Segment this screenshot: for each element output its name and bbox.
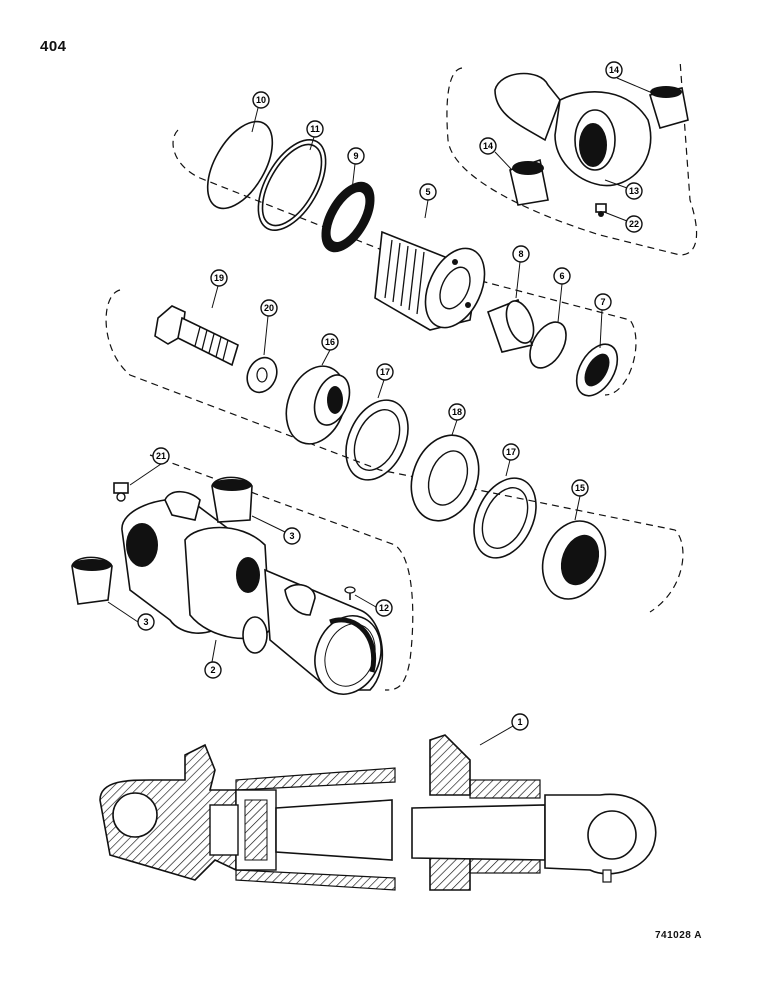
tube-bushing-upper-part <box>211 476 253 523</box>
piston-part <box>285 365 351 445</box>
screw-part <box>344 586 356 600</box>
o-ring-part <box>257 138 327 232</box>
svg-text:20: 20 <box>264 303 274 313</box>
gland-part <box>374 230 486 331</box>
snap-ring-part <box>206 120 274 210</box>
leader-lines <box>107 77 651 746</box>
rod-eye-bushing-top-part <box>648 86 689 129</box>
tube-bushing-lower-part <box>71 556 113 605</box>
svg-text:7: 7 <box>600 297 605 307</box>
grease-fitting-tube-part <box>113 482 129 502</box>
group-outline-rod-end <box>446 59 698 256</box>
svg-text:14: 14 <box>609 65 619 75</box>
callout-14-top: 14 <box>605 61 623 79</box>
svg-text:12: 12 <box>379 603 389 613</box>
page-number: 404 <box>40 38 67 55</box>
rod-eye-bushing-bottom-part <box>509 158 549 206</box>
piston-seal-right-part <box>473 477 537 559</box>
callout-3-lower: 3 <box>137 613 155 631</box>
callout-20: 20 <box>260 299 278 317</box>
svg-text:10: 10 <box>256 95 266 105</box>
callout-15: 15 <box>571 479 589 497</box>
svg-text:5: 5 <box>425 187 430 197</box>
svg-text:3: 3 <box>143 617 148 627</box>
group-outline-piston <box>105 289 684 613</box>
svg-text:6: 6 <box>559 271 564 281</box>
svg-text:14: 14 <box>483 141 493 151</box>
svg-text:17: 17 <box>506 447 516 457</box>
bolt-part <box>154 305 239 367</box>
svg-text:13: 13 <box>629 186 639 196</box>
svg-text:8: 8 <box>518 249 523 259</box>
callout-10: 10 <box>252 91 270 109</box>
callout-11: 11 <box>306 120 324 138</box>
svg-text:21: 21 <box>156 451 166 461</box>
callout-14-bottom: 14 <box>479 137 497 155</box>
callout-19: 19 <box>210 269 228 287</box>
svg-text:22: 22 <box>629 219 639 229</box>
callout-3-upper: 3 <box>283 527 301 545</box>
callout-6: 6 <box>553 267 571 285</box>
piston-seal-left-part <box>345 399 409 481</box>
svg-text:9: 9 <box>353 151 358 161</box>
callout-2: 2 <box>204 661 222 679</box>
group-outline-tube <box>149 454 414 691</box>
callout-8: 8 <box>512 245 530 263</box>
grease-fitting-rod-part <box>595 203 607 217</box>
svg-text:3: 3 <box>289 531 294 541</box>
group-outline-gland <box>172 129 637 396</box>
callout-9: 9 <box>347 147 365 165</box>
callout-5: 5 <box>419 183 437 201</box>
callout-17-left: 17 <box>376 363 394 381</box>
callout-17-right: 17 <box>502 443 520 461</box>
callout-18: 18 <box>448 403 466 421</box>
svg-text:19: 19 <box>214 273 224 283</box>
backup-ring-part <box>529 321 567 369</box>
svg-text:11: 11 <box>310 124 320 134</box>
callout-22: 22 <box>625 215 643 233</box>
svg-text:1: 1 <box>517 717 522 727</box>
washer-part <box>246 356 278 394</box>
wear-ring-part <box>541 520 607 600</box>
callout-1: 1 <box>511 713 529 731</box>
assembled-section-view <box>99 734 657 891</box>
callout-12: 12 <box>375 599 393 617</box>
svg-text:15: 15 <box>575 483 585 493</box>
callout-13: 13 <box>625 182 643 200</box>
svg-text:2: 2 <box>210 665 215 675</box>
svg-text:18: 18 <box>452 407 462 417</box>
piston-ring-part <box>410 434 480 522</box>
svg-text:17: 17 <box>380 367 390 377</box>
rod-eye-part <box>494 72 652 187</box>
rod-seal-part <box>575 343 619 397</box>
figure-code: 741028 A <box>655 930 702 941</box>
callout-21: 21 <box>152 447 170 465</box>
cylinder-tube-part <box>121 490 384 695</box>
svg-text:16: 16 <box>325 337 335 347</box>
wiper-seal-part <box>321 181 375 253</box>
callout-7: 7 <box>594 293 612 311</box>
callout-16: 16 <box>321 333 339 351</box>
